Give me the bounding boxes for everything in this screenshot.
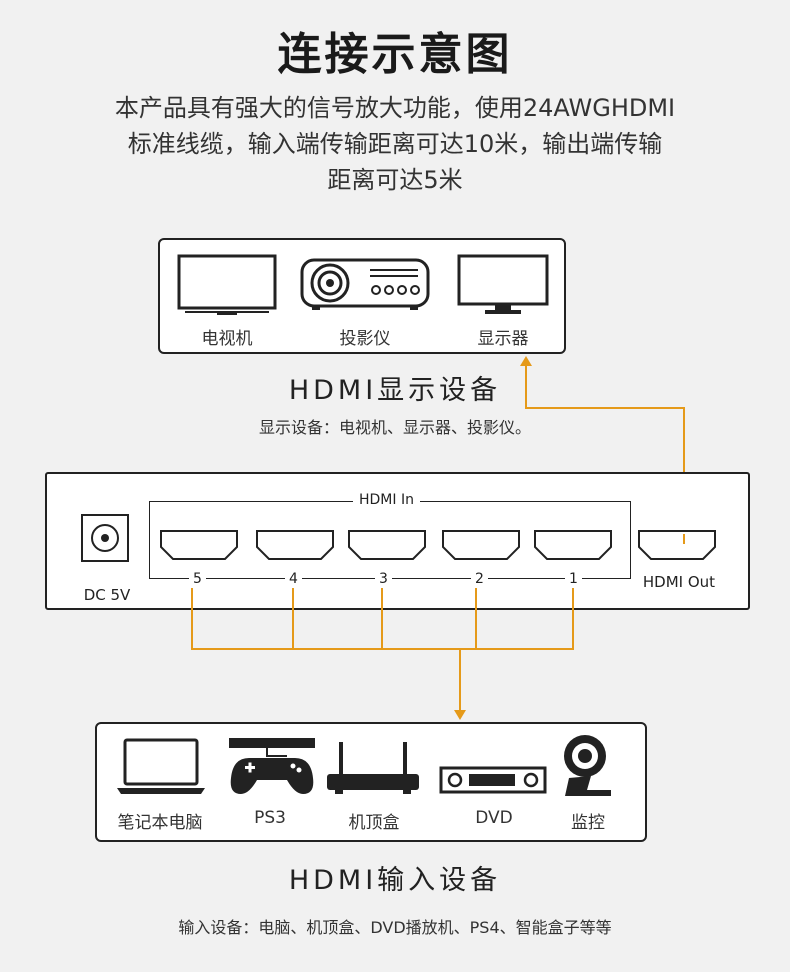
input-devices-title: HDMI输入设备 xyxy=(288,865,502,896)
hdmi-in-label: HDMI In xyxy=(353,492,420,508)
gamepad-icon xyxy=(229,738,315,794)
page-title: 连接示意图 xyxy=(277,29,513,80)
hdmi-out-port xyxy=(638,530,716,560)
port-number: 2 xyxy=(471,571,488,587)
hdmi-in-port-5 xyxy=(160,530,238,560)
display-devices-note: 显示设备：电视机、显示器、投影仪。 xyxy=(258,418,531,437)
input-connector-4 xyxy=(292,588,294,650)
device-label-camera: 监控 xyxy=(571,813,605,833)
hdmi-out-label: HDMI Out xyxy=(642,573,716,591)
port-number: 5 xyxy=(189,571,206,587)
device-label-stb: 机顶盒 xyxy=(348,813,400,833)
display-devices-title: HDMI显示设备 xyxy=(288,375,502,406)
output-connector-vertical xyxy=(683,408,685,535)
display-devices-panel: 电视机 投影仪 显示器 xyxy=(158,238,566,354)
hdmi-in-port-4 xyxy=(256,530,334,560)
output-connector-up xyxy=(525,364,527,409)
dvd-player-icon xyxy=(439,766,547,794)
input-connector-2 xyxy=(475,588,477,650)
input-connector-bus xyxy=(191,648,574,650)
monitor-icon xyxy=(457,254,549,314)
router-icon xyxy=(327,742,419,794)
device-label-monitor: 显示器 xyxy=(477,329,529,349)
output-connector-stub xyxy=(683,534,685,544)
port-number: 3 xyxy=(375,571,392,587)
port-number: 1 xyxy=(565,571,582,587)
description-line: 标准线缆，输入端传输距离可达10米，输出端传输 xyxy=(127,130,663,158)
input-connector-5 xyxy=(191,588,193,650)
description-line: 距离可达5米 xyxy=(327,166,463,194)
input-connector-3 xyxy=(381,588,383,650)
description-line: 本产品具有强大的信号放大功能，使用24AWGHDMI xyxy=(114,94,676,122)
arrow-down-icon xyxy=(454,710,466,720)
output-connector-horizontal xyxy=(525,407,685,409)
device-label-laptop: 笔记本电脑 xyxy=(117,813,203,833)
hdmi-switch: DC 5V HDMI In 5 4 3 2 1 HDMI Out xyxy=(45,472,750,610)
input-devices-note: 输入设备：电脑、机顶盒、DVD播放机、PS4、智能盒子等等 xyxy=(178,918,612,937)
device-label-tv: 电视机 xyxy=(201,329,253,349)
dc-power-label: DC 5V xyxy=(83,586,131,604)
camera-icon xyxy=(564,735,611,796)
dc-power-jack-icon xyxy=(81,514,129,562)
input-connector-down xyxy=(459,648,461,712)
tv-icon xyxy=(177,254,277,315)
hdmi-in-port-3 xyxy=(348,530,426,560)
laptop-icon xyxy=(117,738,205,794)
hdmi-in-port-1 xyxy=(534,530,612,560)
description: 本产品具有强大的信号放大功能，使用24AWGHDMI 标准线缆，输入端传输距离可… xyxy=(40,90,750,198)
input-devices-panel: 笔记本电脑 PS3 机顶盒 DVD 监控 xyxy=(95,722,647,842)
projector-icon xyxy=(300,258,430,310)
hdmi-in-port-2 xyxy=(442,530,520,560)
port-number: 4 xyxy=(285,571,302,587)
device-label-dvd: DVD xyxy=(475,808,513,828)
device-label-projector: 投影仪 xyxy=(339,329,391,349)
arrow-up-icon xyxy=(520,356,532,366)
device-label-ps3: PS3 xyxy=(254,808,286,828)
input-connector-1 xyxy=(572,588,574,650)
